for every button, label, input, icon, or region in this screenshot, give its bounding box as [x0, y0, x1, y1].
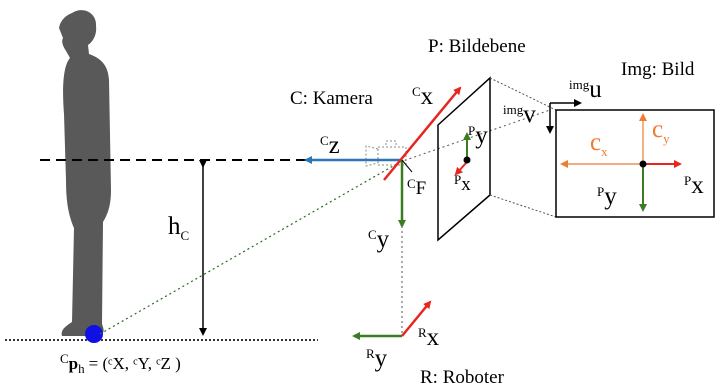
height-label: hC: [168, 213, 189, 243]
plane-x-label: Px: [454, 172, 471, 195]
cam-y-label: Cy: [368, 226, 390, 253]
camera-icon: [365, 140, 407, 167]
img-principal-point: [639, 160, 647, 168]
plane-to-image-top: [489, 77, 557, 111]
plane-to-image-bottom: [489, 194, 557, 218]
robot-y-label: Ry: [366, 345, 388, 372]
img-u-label: imgu: [569, 76, 602, 103]
img-py-label: Py: [597, 183, 617, 210]
foot-point-label: Cph= (ᶜX, ᶜY, ᶜZ ): [60, 351, 181, 376]
cam-z-label: Cz: [320, 132, 340, 159]
person-silhouette: [59, 10, 111, 337]
image-title: Img: Bild: [621, 59, 695, 80]
img-v-label: imgv: [503, 101, 536, 128]
foot-point-marker: [85, 325, 103, 343]
projection-ray-extension: [399, 109, 551, 163]
camera-x-axis: [383, 86, 462, 181]
robot-x-axis: [401, 300, 432, 337]
robot-title: R: Roboter: [420, 367, 505, 388]
camera-title: C: Kamera: [290, 88, 373, 109]
img-px-label: Px: [684, 172, 704, 199]
focal-marker: [401, 159, 413, 173]
cam-x-label: Cx: [412, 83, 434, 110]
img-cy-label: cy: [652, 116, 670, 146]
plane-x-axis: [454, 161, 468, 176]
plane-title: P: Bildebene: [428, 36, 526, 57]
img-cx-label: cx: [590, 129, 608, 159]
robot-x-label: Rx: [418, 324, 440, 351]
plane-y-label: Py: [468, 122, 488, 149]
cam-f-label: CF: [407, 176, 426, 199]
projection-ray: [99, 161, 401, 335]
plane-center: [463, 156, 471, 164]
